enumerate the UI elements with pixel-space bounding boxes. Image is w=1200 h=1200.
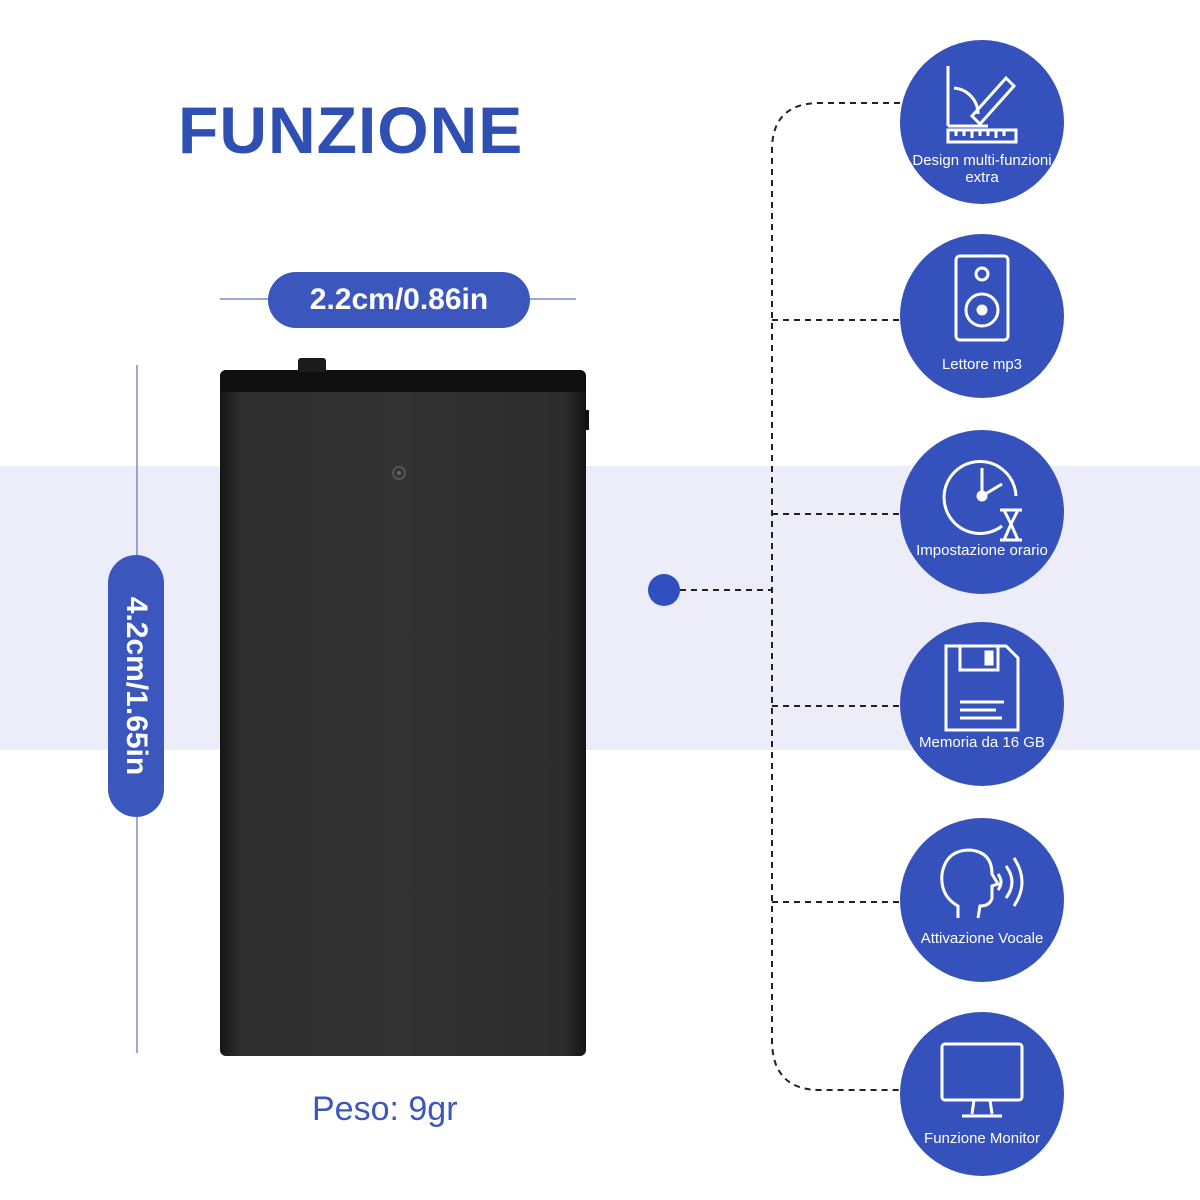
monitor-icon [940,1042,1024,1118]
voice-head-icon [940,848,1024,919]
width-dimension-label: 2.2cm/0.86in [268,272,530,328]
feature-label: Design multi-funzioni extra [912,152,1052,186]
device-switch [298,358,326,372]
feature-memory: Memoria da 16 GB [900,622,1064,786]
feature-design: Design multi-funzioni extra [900,40,1064,204]
device-image [220,358,589,1056]
feature-clock: Impostazione orario [900,430,1064,594]
feature-label: Impostazione orario [916,542,1048,559]
weight-label: Peso: 9gr [312,1090,458,1128]
floppy-disk-icon [944,644,1020,732]
design-ruler-pen-icon [946,66,1018,144]
feature-monitor: Funzione Monitor [900,1012,1064,1176]
connector-bracket [771,102,900,1091]
height-dimension-pill: 4.2cm/1.65in [108,555,164,817]
feature-label: Lettore mp3 [941,356,1023,373]
connector-origin-dot [648,574,680,606]
clock-hourglass-icon [942,459,1022,542]
device-led-icon [392,466,406,480]
feature-mp3: Lettore mp3 [900,234,1064,398]
feature-label: Memoria da 16 GB [919,734,1045,751]
page-title: FUNZIONE [178,93,524,167]
feature-label: Funzione Monitor [924,1130,1040,1147]
feature-voice: Attivazione Vocale [900,818,1064,982]
device-top-cap [220,370,586,392]
speaker-icon [954,254,1010,342]
feature-label: Attivazione Vocale [920,930,1044,947]
device-side-slot [585,410,589,430]
